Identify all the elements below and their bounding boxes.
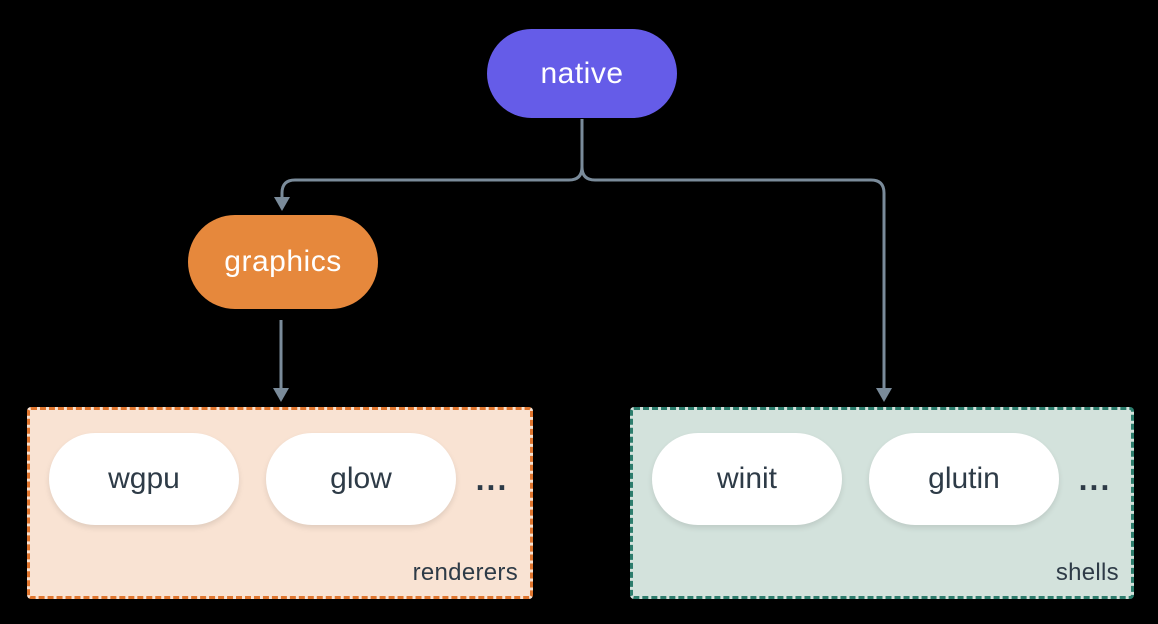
node-wgpu-label: wgpu [108, 462, 180, 495]
arrowhead-shells [876, 388, 892, 402]
node-glow: glow [266, 433, 456, 525]
node-wgpu: wgpu [49, 433, 239, 525]
node-native-label: native [540, 56, 624, 90]
edge-arrowheads [273, 197, 892, 402]
node-graphics: graphics [188, 215, 378, 309]
node-winit: winit [652, 433, 842, 525]
group-renderers: wgpu glow ... renderers [27, 407, 533, 599]
shells-ellipsis: ... [1078, 460, 1112, 497]
arrowhead-graphics [274, 197, 290, 211]
group-shells-label: shells [1055, 559, 1119, 586]
node-winit-label: winit [716, 462, 777, 495]
node-glutin: glutin [869, 433, 1059, 525]
node-native: native [487, 29, 677, 118]
group-renderers-label: renderers [412, 559, 518, 586]
node-glow-label: glow [330, 462, 392, 495]
node-graphics-label: graphics [224, 245, 342, 278]
group-shells: winit glutin ... shells [630, 407, 1134, 599]
edge-native-graphics [280, 119, 584, 198]
arrowhead-renderers [273, 388, 289, 402]
node-glutin-label: glutin [928, 462, 1000, 495]
renderers-ellipsis: ... [475, 460, 509, 497]
edge-lines [279, 119, 886, 389]
edge-native-shells [580, 166, 886, 389]
